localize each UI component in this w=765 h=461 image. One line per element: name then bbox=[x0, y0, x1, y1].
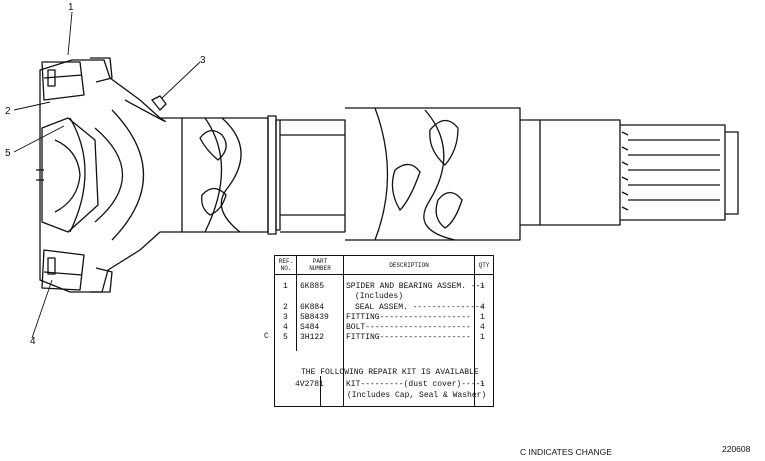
leader-1 bbox=[67, 11, 73, 56]
header-qty: QTY bbox=[478, 262, 490, 269]
table-row: 2 6K884 SEAL ASSEM. --------------- 4 bbox=[283, 303, 485, 312]
callout-2: 2 bbox=[5, 106, 11, 117]
kit-row: 4V2781 KIT---------(dust cover)----- 1 bbox=[295, 380, 486, 389]
repair-kit-heading: THE FOLLOWING REPAIR KIT IS AVAILABLE bbox=[301, 368, 479, 377]
change-marker: C bbox=[264, 332, 269, 341]
leader-5 bbox=[13, 125, 65, 153]
groove-upper bbox=[199, 130, 227, 161]
fitting bbox=[151, 95, 167, 111]
callout-3: 3 bbox=[200, 55, 206, 66]
slip-groove-2 bbox=[429, 119, 459, 166]
leader-2 bbox=[13, 101, 51, 111]
table-header: REF. NO. PART NUMBER DESCRIPTION QTY bbox=[275, 256, 493, 275]
parts-table: REF. NO. PART NUMBER DESCRIPTION QTY 1 6… bbox=[274, 255, 494, 407]
callout-1: 1 bbox=[68, 2, 74, 13]
spider-center bbox=[54, 139, 81, 213]
figure-id: 220608 bbox=[722, 444, 751, 454]
table-row: 3 5B8439 FITTING------------------- 1 bbox=[283, 313, 485, 322]
callout-4: 4 bbox=[30, 336, 36, 347]
header-part-number: PART NUMBER bbox=[309, 258, 331, 272]
kit-note: (Includes Cap, Seal & Washer) bbox=[347, 391, 487, 400]
callout-5: 5 bbox=[5, 148, 11, 159]
bottom-bearing-cap bbox=[41, 249, 85, 291]
table-row: 1 6K885 SPIDER AND BEARING ASSEM. --- 1 bbox=[283, 282, 486, 291]
leader-4 bbox=[31, 279, 53, 339]
slip-groove-1 bbox=[391, 163, 421, 211]
table-row: (Includes) bbox=[355, 292, 404, 301]
shaft-collar bbox=[267, 115, 277, 235]
leader-3 bbox=[161, 61, 201, 99]
table-row: 5 3H122 FITTING------------------- 1 bbox=[283, 333, 485, 342]
top-bearing-cap bbox=[41, 61, 85, 101]
spline-end bbox=[620, 124, 726, 221]
change-note: C INDICATES CHANGE bbox=[520, 447, 612, 457]
table-row: 4 S484 BOLT---------------------- 4 bbox=[283, 323, 485, 332]
header-description: DESCRIPTION bbox=[389, 262, 429, 269]
yoke-body bbox=[39, 59, 183, 293]
header-ref-no: REF. NO. bbox=[278, 258, 294, 272]
